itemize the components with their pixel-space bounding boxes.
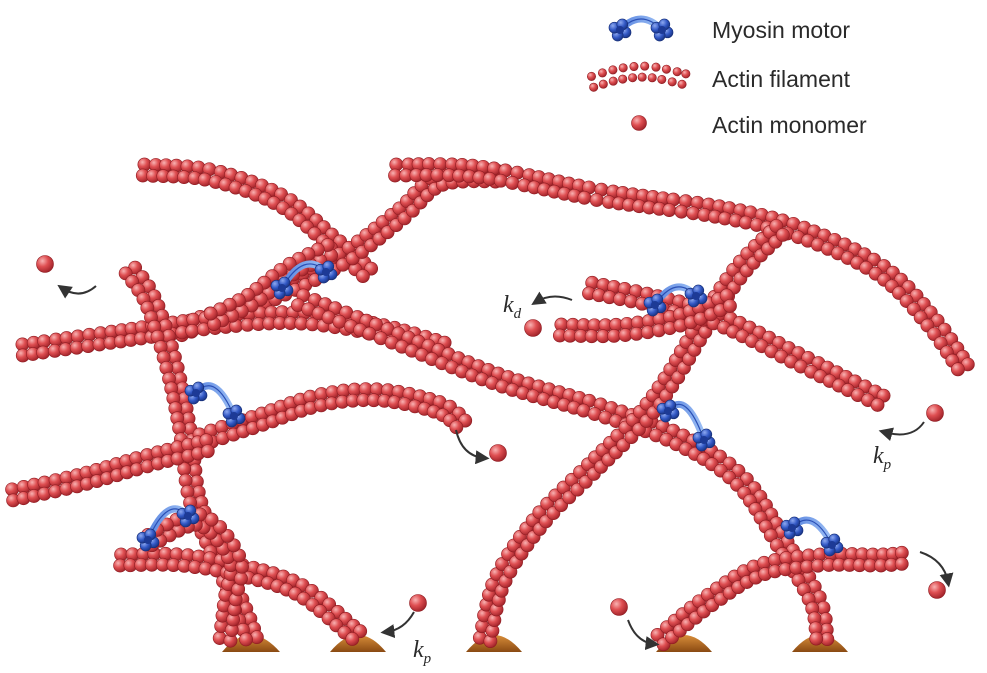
rate-label-kp-bottom: kp xyxy=(413,637,432,667)
legend-item-filament: Actin filament xyxy=(586,61,851,92)
actin-bead xyxy=(185,324,200,338)
actin-bead xyxy=(894,556,909,571)
actin-bead xyxy=(493,173,508,188)
actin-monomer xyxy=(926,404,944,422)
arrow-polymerization-right xyxy=(878,421,925,442)
actin-filaments xyxy=(5,157,975,652)
actin-filament xyxy=(582,275,891,412)
actin-bead xyxy=(505,176,520,190)
myosin-motor xyxy=(643,283,708,317)
legend-item-myosin: Myosin motor xyxy=(608,15,850,43)
actin-bead xyxy=(81,339,96,353)
reaction-arrows xyxy=(57,284,954,651)
actin-bead xyxy=(723,299,737,313)
actin-bead xyxy=(618,63,628,73)
actin-bead xyxy=(681,69,691,79)
arrow-depolymerization xyxy=(531,291,573,305)
rate-label-kd: kd xyxy=(503,292,522,322)
actin-bead xyxy=(608,76,618,86)
actin-filament xyxy=(552,288,737,344)
actin-bead xyxy=(220,528,235,543)
legend-filament xyxy=(586,61,691,92)
actin-bead xyxy=(239,632,253,647)
arrow-release-left xyxy=(57,284,97,299)
arrow-release-middle xyxy=(455,429,490,465)
actin-bead xyxy=(674,204,689,219)
actin-bead xyxy=(629,62,639,72)
actin-bead xyxy=(647,73,657,83)
actin-bead xyxy=(69,340,84,355)
actin-monomer xyxy=(409,594,427,612)
actin-monomer xyxy=(524,319,542,337)
actin-bead xyxy=(430,168,445,182)
legend-label-filament: Actin filament xyxy=(712,66,851,92)
actin-filament xyxy=(192,382,473,453)
actin-monomer xyxy=(36,255,54,273)
actin-bead xyxy=(355,269,370,283)
actin-monomer xyxy=(489,444,507,462)
actin-bead xyxy=(637,72,647,82)
myosin-motor xyxy=(184,381,246,428)
myosin-motor xyxy=(656,399,716,452)
arrow-release-bottom xyxy=(627,619,660,651)
actin-bead xyxy=(651,62,661,72)
actin-bead xyxy=(951,362,965,377)
actin-filament xyxy=(650,545,909,652)
actin-bead xyxy=(661,64,671,74)
actin-bead xyxy=(631,115,647,131)
actin-filament xyxy=(388,157,975,377)
actin-bead xyxy=(36,345,50,360)
actin-bead xyxy=(628,73,638,83)
actin-filament-icon xyxy=(586,61,691,92)
actin-bead xyxy=(870,398,885,412)
actin-bead xyxy=(577,190,592,205)
actin-bead xyxy=(775,227,790,242)
myosin-motor xyxy=(780,516,844,557)
rate-label-kp-right: kp xyxy=(873,443,892,473)
actin-bead xyxy=(345,632,360,646)
legend-label-monomer: Actin monomer xyxy=(712,112,867,138)
actin-bead xyxy=(608,65,618,75)
actin-bead xyxy=(809,631,824,646)
actin-bead xyxy=(598,79,608,89)
actin-monomer-icon xyxy=(631,115,647,131)
myosin-motor xyxy=(608,15,674,42)
myosin-motor xyxy=(136,504,200,552)
actin-bead xyxy=(597,68,607,78)
actin-bead xyxy=(677,79,687,89)
actin-filament xyxy=(140,507,249,648)
actin-bead xyxy=(586,71,596,81)
myosin-motor-icon xyxy=(608,15,674,42)
actin-bead xyxy=(640,61,650,71)
actin-bead xyxy=(335,257,350,272)
legend: Myosin motor Actin filament Actin monome… xyxy=(586,15,867,138)
actin-bead xyxy=(672,67,682,77)
membrane-anchors xyxy=(222,635,848,652)
actin-bead xyxy=(178,473,193,488)
myosin-motor xyxy=(270,260,338,300)
actin-bead xyxy=(203,306,218,321)
actin-filament xyxy=(135,157,379,283)
arrow-polymerization-bottom xyxy=(380,611,415,639)
myosin-motors xyxy=(136,260,844,557)
legend-label-myosin: Myosin motor xyxy=(712,17,850,43)
actin-bead xyxy=(589,193,604,207)
actin-bead xyxy=(662,203,677,217)
actin-monomer xyxy=(928,581,946,599)
actin-bead xyxy=(657,74,667,84)
actin-bead xyxy=(204,512,219,527)
actin-bead xyxy=(589,82,599,92)
actin-filament xyxy=(5,433,215,508)
actin-bead xyxy=(618,74,628,84)
legend-item-monomer: Actin monomer xyxy=(631,112,867,138)
actin-bead xyxy=(667,77,677,87)
actin-bead xyxy=(200,444,215,459)
actin-monomer xyxy=(610,598,628,616)
actin-bead xyxy=(234,571,248,586)
arrow-release-right xyxy=(919,551,954,588)
